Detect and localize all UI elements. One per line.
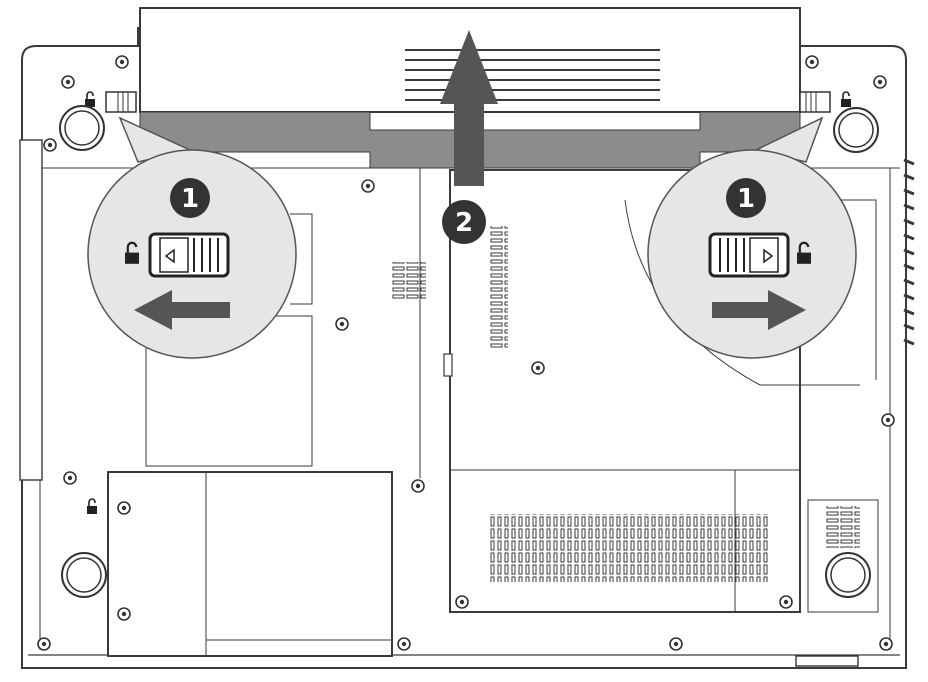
step-1-left-badge: 1 (170, 178, 210, 218)
left-latch-callout: 1 (87, 116, 297, 359)
small-vent (392, 262, 426, 300)
right-battery-latch[interactable] (799, 91, 831, 113)
corner-vent (826, 506, 860, 548)
rubber-foot (833, 107, 879, 153)
label-plate (795, 655, 859, 667)
arrow-left-icon (134, 290, 230, 330)
step-1-right-number: 1 (737, 184, 755, 214)
step-1-right-badge: 1 (726, 178, 766, 218)
padlock-icon (125, 241, 139, 264)
left-battery-latch[interactable] (105, 91, 137, 113)
padlock-icon (797, 241, 811, 264)
arrow-right-icon (712, 290, 806, 330)
right-latch-slider (708, 232, 790, 278)
hdd-compartment-door[interactable] (107, 471, 393, 657)
right-latch-callout: 1 (647, 116, 857, 359)
rubber-foot (61, 552, 107, 598)
right-edge-vents (903, 158, 915, 346)
step-2-badge: 2 (442, 200, 486, 244)
rubber-foot (825, 552, 871, 598)
rubber-foot (59, 105, 105, 151)
step-2-number: 2 (455, 208, 473, 238)
memory-vent-strip (490, 226, 508, 350)
lift-arrow-icon (440, 30, 498, 186)
left-latch-slider (148, 232, 230, 278)
memory-vent-grid (490, 514, 768, 582)
step-1-left-number: 1 (181, 184, 199, 214)
